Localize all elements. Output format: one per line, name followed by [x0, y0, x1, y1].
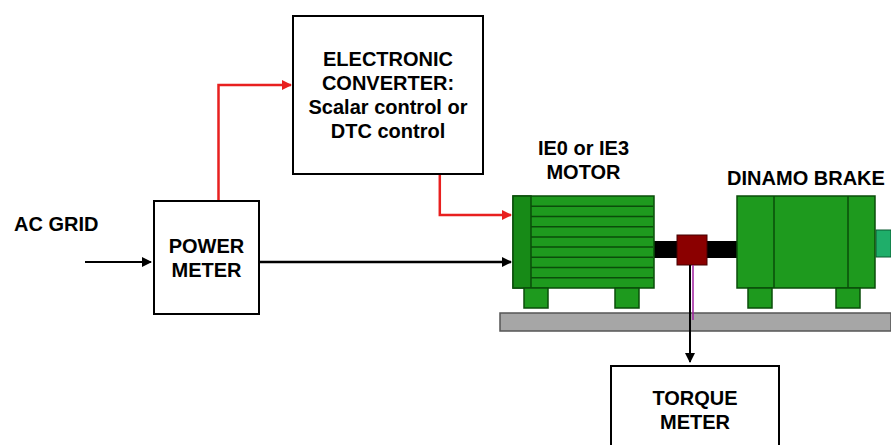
text-wrap: DINAMO BRAKE — [716, 150, 891, 190]
torque-meter-box: TORQUE METER — [610, 365, 780, 445]
motor-body — [512, 195, 655, 311]
cooling-fin — [531, 236, 653, 238]
cooling-fin — [531, 226, 653, 228]
text-wrap: ELECTRONIC CONVERTER: Scalar control or … — [294, 41, 482, 149]
motor: IE0 or IE3 MOTOR — [512, 128, 655, 310]
cooling-fin — [531, 216, 653, 218]
box-label: TORQUE METER — [620, 386, 770, 434]
text-wrap: POWER METER — [155, 228, 258, 288]
torque-leader — [689, 265, 691, 362]
shaft-end — [876, 230, 891, 257]
signal-arrow — [260, 261, 511, 264]
housing — [513, 196, 654, 288]
signal-arrow — [219, 85, 292, 200]
housing — [737, 196, 875, 288]
converter-box: ELECTRONIC CONVERTER: Scalar control or … — [292, 15, 484, 175]
foot — [748, 288, 772, 308]
grid-arrow — [85, 261, 151, 263]
dynamo-brake-body — [736, 195, 876, 311]
machine-name: IE0 or IE3 MOTOR — [502, 136, 665, 184]
cooling-fin — [531, 205, 653, 207]
foot — [615, 288, 639, 308]
text-wrap: TORQUE METER — [612, 380, 778, 440]
foot — [836, 288, 860, 308]
end-cap — [513, 196, 531, 288]
cooling-fin — [531, 267, 653, 269]
text-wrap: IE0 or IE3 MOTOR — [492, 128, 675, 184]
foot — [524, 288, 548, 308]
housing-seam — [847, 196, 849, 288]
housing-seam — [773, 196, 775, 288]
sensor-wire — [692, 265, 694, 320]
coupling — [677, 235, 707, 265]
machine-name: DINAMO BRAKE — [726, 166, 886, 190]
signal-arrow — [440, 175, 511, 215]
cooling-fin — [531, 257, 653, 259]
power-meter-box: POWER METER — [153, 200, 260, 315]
input-label: AC GRID — [14, 212, 98, 236]
base-plate — [500, 313, 891, 331]
cooling-fin — [531, 277, 653, 279]
box-label: ELECTRONIC CONVERTER: Scalar control or … — [302, 47, 474, 143]
cooling-fin — [531, 246, 653, 248]
box-label: POWER METER — [163, 234, 250, 282]
dynamo-brake: DINAMO BRAKE — [736, 150, 876, 310]
